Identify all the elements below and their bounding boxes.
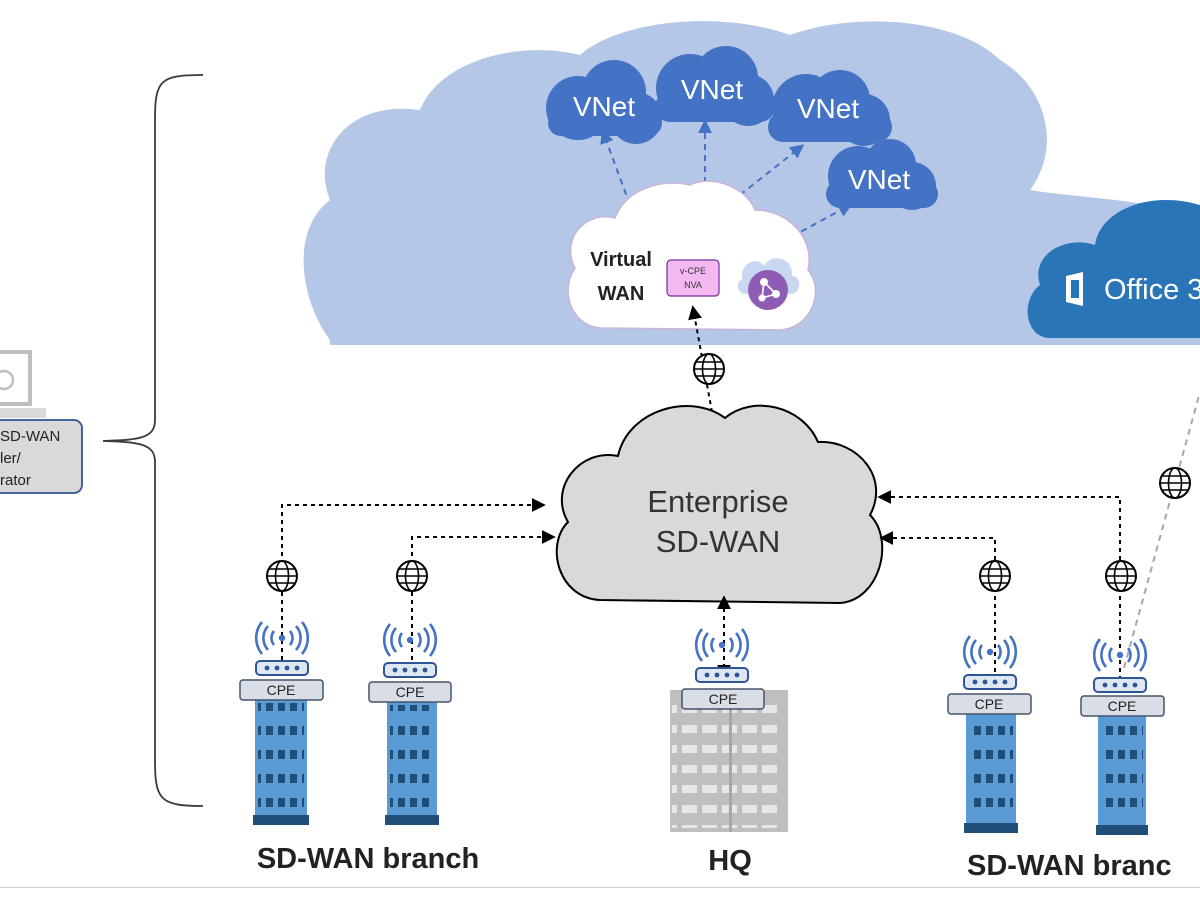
wifi-icon — [694, 627, 750, 663]
vnet-label: VNet — [848, 164, 910, 195]
vnet-label: VNet — [681, 74, 743, 105]
controller: SD-WAN ler/ rator — [0, 350, 83, 494]
cpe-label: CPE — [709, 691, 738, 707]
cpe-label: CPE — [267, 682, 296, 698]
azure-cloud — [303, 21, 1200, 345]
branch-link — [879, 531, 996, 680]
enterprise-label: SD-WAN — [656, 524, 781, 559]
router-icon — [1093, 677, 1147, 693]
office-cloud: Office 3 — [1027, 199, 1200, 338]
controller-label: ler/ — [0, 450, 22, 467]
cpe-label: CPE — [975, 696, 1004, 712]
branch-building: CPE — [947, 634, 1032, 833]
globe-icon — [979, 560, 1011, 592]
virtual-wan-label: WAN — [598, 283, 645, 305]
vwan-enterprise-link — [688, 305, 725, 413]
vnet-label: VNet — [573, 91, 635, 122]
controller-box — [0, 419, 83, 494]
controller-label: rator — [0, 472, 31, 489]
virtual-wan-cloud: Virtual WAN v-CPE NVA — [567, 180, 817, 331]
vnet-label: VNet — [797, 93, 859, 124]
globe-icon — [693, 353, 725, 385]
router-icon — [963, 674, 1017, 690]
globe-icon — [266, 560, 298, 592]
branch-building: CPE — [239, 620, 324, 825]
branch-links — [281, 490, 1121, 680]
wifi-icon — [382, 622, 438, 658]
controller-label: SD-WAN — [0, 428, 60, 445]
computer-icon — [0, 350, 46, 418]
branch-building: CPE — [368, 622, 452, 825]
nva-box: v-CPE NVA — [666, 259, 720, 297]
globe-icon — [396, 560, 428, 592]
office-link — [1123, 391, 1200, 669]
vnet-link — [739, 144, 805, 196]
router-icon — [383, 662, 437, 678]
cpe-label: CPE — [1108, 698, 1137, 714]
virtual-wan-label: Virtual — [590, 249, 652, 271]
scope-brace — [102, 74, 204, 807]
wifi-icon — [1092, 637, 1148, 673]
branch-building: CPE — [1080, 637, 1165, 835]
enterprise-sdwan-cloud: Enterprise SD-WAN — [555, 404, 884, 605]
vnet-cloud: VNet — [546, 60, 662, 144]
globe-network-icon — [737, 258, 800, 310]
office-label: Office 3 — [1104, 274, 1200, 306]
globe-icon — [1105, 560, 1137, 592]
nva-label: NVA — [684, 280, 702, 290]
enterprise-label: Enterprise — [647, 484, 788, 519]
bottom-divider — [0, 887, 1200, 888]
branch-label: SD-WAN branc — [967, 850, 1172, 882]
branch-link — [281, 498, 546, 668]
vnet-cloud: VNet — [655, 46, 775, 126]
router-icon — [695, 667, 749, 683]
cpe-label: CPE — [396, 684, 425, 700]
hq-label: HQ — [708, 845, 752, 877]
hq-building: CPE — [670, 627, 788, 832]
nva-label: v-CPE — [680, 266, 706, 276]
branch-link — [411, 530, 556, 668]
router-icon — [255, 660, 309, 676]
vnet-cloud: VNet — [826, 139, 938, 210]
office-logo-icon — [1066, 272, 1083, 306]
vnet-link — [600, 129, 631, 206]
vnet-cloud: VNet — [768, 70, 892, 146]
wifi-icon — [962, 634, 1018, 670]
branch-label: SD-WAN branch — [257, 843, 479, 875]
